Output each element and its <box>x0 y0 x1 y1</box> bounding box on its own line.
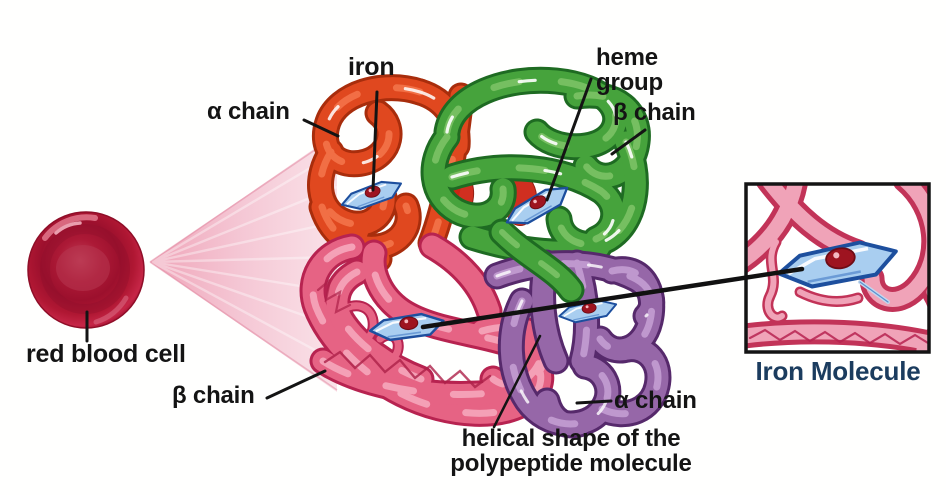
leader-beta-bottom <box>265 369 327 400</box>
label-alpha-chain-bottom: α chain <box>614 387 697 414</box>
helical-coil-texture <box>323 350 492 389</box>
inset-connector-line <box>420 266 805 330</box>
label-helical-line2: polypeptide molecule <box>450 450 692 477</box>
magnification-fan <box>149 133 338 392</box>
beta-chain-pink <box>313 246 544 413</box>
label-beta-chain-bottom: β chain <box>172 382 255 409</box>
inset-caption: Iron Molecule <box>755 356 921 386</box>
label-helical-shape: helical shape of the polypeptide molecul… <box>398 426 744 476</box>
label-helical-line1: helical shape of the <box>461 425 681 452</box>
beta-chain-green <box>434 80 637 252</box>
leader-alpha-top <box>302 118 340 138</box>
inset-border <box>744 182 931 354</box>
label-beta-chain-top: β chain <box>613 99 696 126</box>
label-heme-group-line1: heme <box>596 44 658 71</box>
leader-alpha-bottom <box>575 399 613 405</box>
label-alpha-chain-top: α chain <box>207 98 290 125</box>
iron-molecule-inset <box>744 182 931 354</box>
leader-heme-group <box>545 77 593 202</box>
label-iron: iron <box>348 53 395 81</box>
leader-helical-shape <box>492 334 542 429</box>
red-blood-cell <box>27 211 145 329</box>
label-heme-group-line2: group <box>596 69 663 96</box>
leader-lines <box>85 77 647 429</box>
leader-iron <box>371 90 379 192</box>
leader-beta-top <box>610 128 647 156</box>
label-red-blood-cell: red blood cell <box>26 340 186 368</box>
label-heme-group: heme group <box>596 45 663 95</box>
